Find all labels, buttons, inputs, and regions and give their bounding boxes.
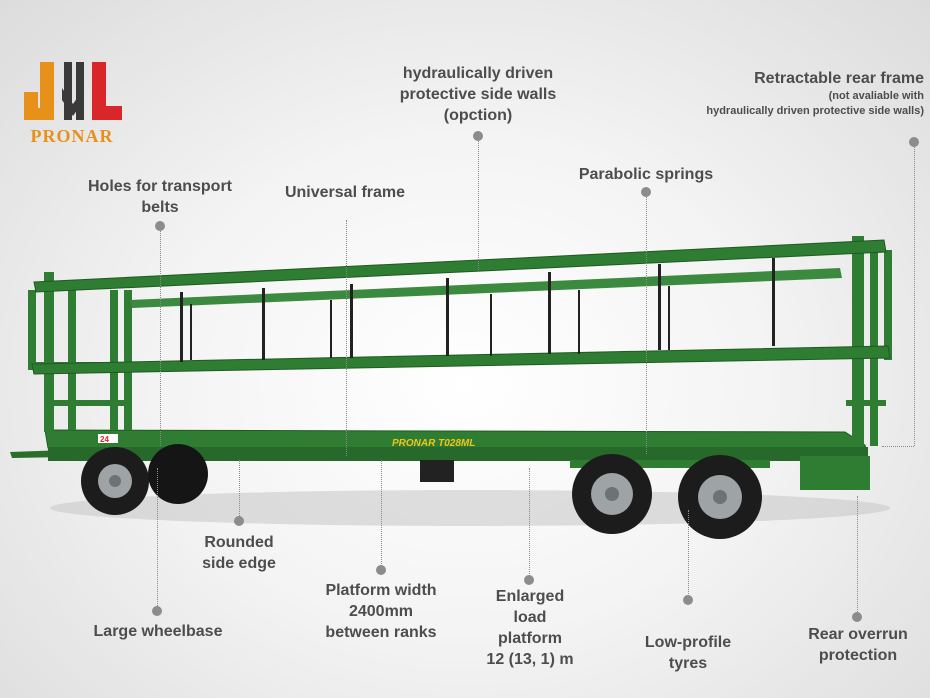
callout-dot	[852, 612, 862, 622]
callout-rounded-side-edge: Rounded side edge	[202, 534, 276, 572]
callout-hydraulic-side-walls: hydraulically driven protective side wal…	[399, 65, 557, 124]
callout-dot	[234, 516, 244, 526]
callout-low-profile-tyres: Low-profile tyres	[644, 634, 732, 672]
callout-transport-belt-holes: Holes for transport belts	[87, 178, 232, 216]
callout-universal-frame: Universal frame	[284, 184, 406, 201]
brand-name: PRONAR	[30, 126, 114, 146]
callout-retractable-rear-frame: Retractable rear frame (not avaliable wi…	[706, 70, 924, 117]
callout-dot	[155, 221, 165, 231]
callout-parabolic-springs: Parabolic springs	[578, 166, 714, 183]
callout-dot	[683, 595, 693, 605]
pronar-logo	[24, 62, 122, 120]
callout-enlarged-load-platform: Enlarged load platform 12 (13, 1) m	[486, 588, 574, 668]
callout-rear-overrun-protection: Rear overrun protection	[808, 626, 908, 664]
callout-dot	[376, 565, 386, 575]
callout-dot	[152, 606, 162, 616]
callout-platform-width: Platform width 2400mm between ranks	[325, 582, 437, 641]
callout-dot	[524, 575, 534, 585]
callout-dot	[473, 131, 483, 141]
callout-dot	[641, 187, 651, 197]
model-decal: PRONAR T028ML	[392, 438, 475, 449]
callout-dot	[909, 137, 919, 147]
load-badge: 24	[100, 435, 109, 444]
callout-large-wheelbase: Large wheelbase	[93, 623, 223, 640]
